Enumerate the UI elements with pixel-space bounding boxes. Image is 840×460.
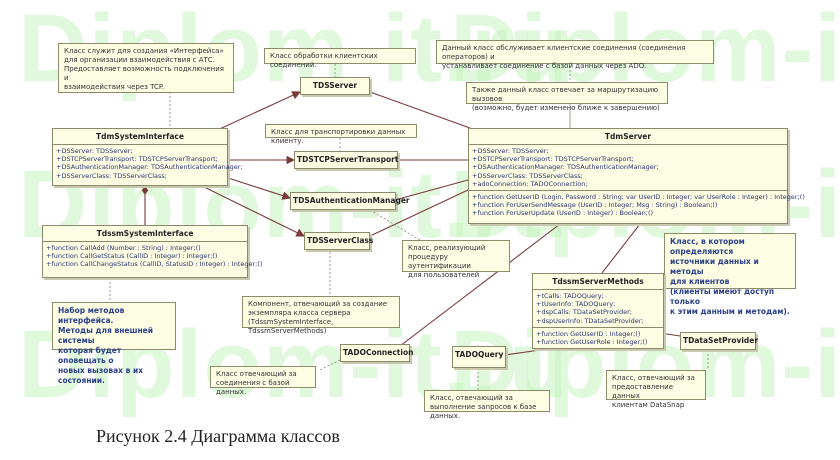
note-ado-query: Класс, отвечающий за выполнение запросов… bbox=[424, 390, 550, 420]
class-tdatasetprovider[interactable]: TDataSetProvider bbox=[680, 332, 759, 350]
note-component: Компонент, отвечающий за создание экземп… bbox=[242, 296, 400, 335]
operation: +function CallGetStatus (CallID : Intege… bbox=[46, 252, 218, 261]
attribute: +tCalls: TADOQuery; bbox=[536, 292, 604, 300]
class-title: TdmSystemInterface bbox=[96, 132, 184, 141]
attribute: +DSAuthenticationManager: TDSAuthenticat… bbox=[56, 163, 243, 172]
attribute: +adoConnection: TADOConnection; bbox=[472, 179, 588, 188]
note-ds-server: Класс обработки клиентских соединений. bbox=[264, 48, 416, 69]
note-ado-connection: Класс отвечающий за соединения с базой д… bbox=[210, 366, 316, 396]
class-tdsserver[interactable]: TDSServer bbox=[300, 77, 370, 95]
class-title: TDataSetProvider bbox=[683, 336, 759, 345]
class-attributes: +tCalls: TADOQuery; +tUserInfo: TADOQuer… bbox=[533, 289, 663, 327]
attribute: +DSTCPServerTransport: TDSTCPServerTrans… bbox=[56, 155, 218, 164]
class-title: TADOConnection bbox=[343, 348, 414, 357]
note-system-interface: Класс служит для создания «Интерфейса» д… bbox=[58, 43, 234, 93]
class-tdsserverclass[interactable]: TDSServerClass bbox=[304, 232, 374, 250]
attribute: +dspCalls: TDataSetProvider; bbox=[536, 308, 632, 317]
class-tdsauthenticationmanager[interactable]: TDSAuthenticationManager bbox=[290, 192, 410, 210]
attribute: +DSTCPServerTransport: TDSTCPServerTrans… bbox=[472, 155, 634, 164]
attribute: +dspUserInfo: TDataSetProvider; bbox=[536, 316, 644, 325]
class-title: TDSTCPServerTransport bbox=[297, 155, 399, 164]
class-title: TdmServer bbox=[604, 132, 652, 141]
note-dataset-provider: Класс, отвечающий за предоставление данн… bbox=[606, 370, 706, 409]
class-tdssmservermethods[interactable]: TdssmServerMethods +tCalls: TADOQuery; +… bbox=[532, 273, 664, 349]
operation: +function CallAdd (Number : String) : In… bbox=[46, 244, 201, 252]
class-tdssmsysteminterface[interactable]: TdssmSystemInterface +function CallAdd (… bbox=[42, 225, 263, 278]
note-tdmserver-routing: Также данный класс отвечает за маршрутиз… bbox=[466, 82, 668, 112]
class-operations: +function GetUserID : Integer;() +functi… bbox=[533, 326, 663, 348]
attribute: +DSServer: TDSServer; bbox=[56, 147, 133, 155]
class-title: TADOQuery bbox=[455, 350, 504, 359]
note-transport: Класс для транспортировки данных клиенту… bbox=[265, 124, 417, 145]
class-tdmserver[interactable]: TdmServer +DSServer: TDSServer; +DSTCPSe… bbox=[468, 128, 805, 224]
operation: +function GetUserID : Integer;() bbox=[536, 329, 641, 338]
class-tadoquery[interactable]: TADOQuery bbox=[452, 346, 506, 368]
class-operations: +function CallAdd (Number : String) : In… bbox=[43, 241, 263, 271]
attribute: +DSServer: TDSServer; bbox=[472, 147, 549, 155]
class-tdmsysteminterface[interactable]: TdmSystemInterface +DSServer: TDSServer;… bbox=[52, 128, 243, 186]
class-title: TDSServerClass bbox=[307, 236, 374, 245]
class-attributes: +DSServer: TDSServer; +DSTCPServerTransp… bbox=[469, 144, 787, 190]
operation: +function ForUserUpdate (UserID : Intege… bbox=[472, 209, 654, 218]
class-attributes: +DSServer: TDSServer; +DSTCPServerTransp… bbox=[53, 144, 243, 182]
operation: +function GetUserID (Login, Password : S… bbox=[472, 193, 805, 202]
attribute: +tUserInfo: TADOQuery; bbox=[536, 300, 616, 309]
class-title: TDSAuthenticationManager bbox=[293, 196, 410, 205]
class-tdstcpservertransport[interactable]: TDSTCPServerTransport bbox=[294, 151, 398, 169]
attribute: +DSAuthenticationManager: TDSAuthenticat… bbox=[472, 163, 659, 172]
note-data-sources: Класс, в котором определяются источники … bbox=[664, 233, 796, 316]
class-title: TdssmServerMethods bbox=[552, 277, 644, 286]
class-tadoconnection[interactable]: TADOConnection bbox=[340, 344, 414, 362]
note-tdmserver-main: Данный класс обслуживает клиентские соед… bbox=[436, 40, 714, 70]
operation: +function CallChangeStatus (CallID, Stat… bbox=[46, 260, 263, 269]
note-interface-methods: Набор методов интерфейса. Методы для вне… bbox=[52, 302, 176, 385]
figure-caption: Рисунок 2.4 Диаграмма классов bbox=[96, 426, 340, 446]
class-title: TDSServer bbox=[312, 81, 358, 90]
operation: +function ForUserSendMessage (UserID : I… bbox=[472, 201, 718, 210]
attribute: +DSServerClass: TDSServerClass; bbox=[472, 171, 583, 180]
attribute: +DSServerClass: TDSServerClass; bbox=[56, 171, 167, 180]
operation: +function GetUserRole : Integer;() bbox=[536, 338, 648, 347]
class-operations: +function GetUserID (Login, Password : S… bbox=[469, 190, 805, 220]
class-title: TdssmSystemInterface bbox=[96, 229, 194, 238]
note-authentication: Класс, реализующий процедуру аутентифика… bbox=[402, 240, 510, 279]
